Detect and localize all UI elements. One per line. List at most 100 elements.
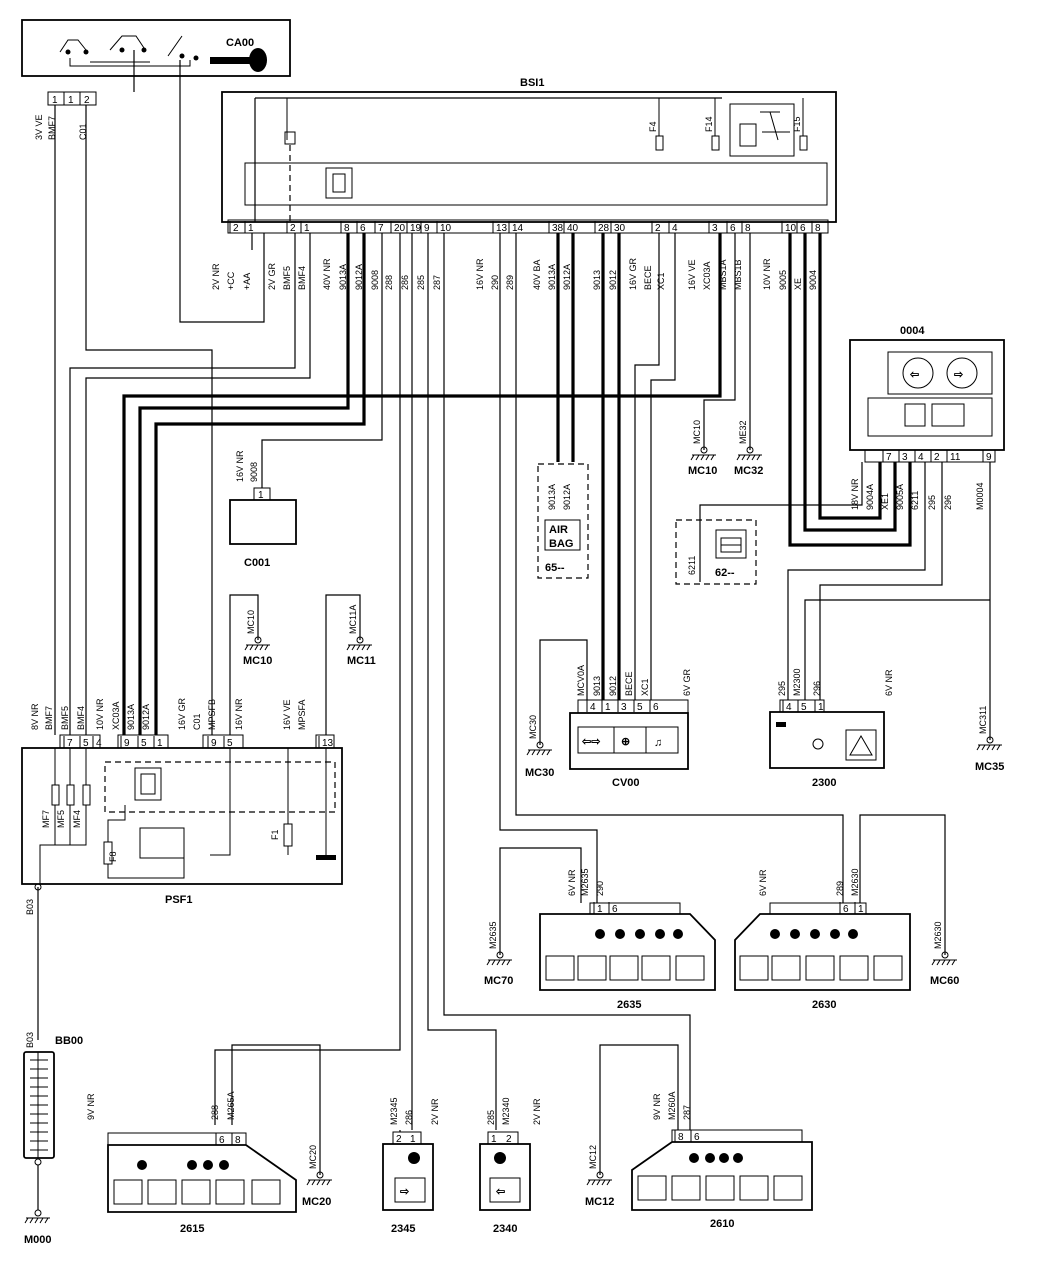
cv00-horn-icon: ♫: [654, 737, 662, 749]
ground-label-mc10a: MC10: [688, 465, 717, 477]
psf1-wire-5: XC03A: [111, 701, 121, 730]
c2630-lamp-symbol-icon: [739, 955, 769, 981]
c2635-lamp-symbol-icon: [609, 955, 639, 981]
bsi1-wire-11: 286: [400, 275, 410, 290]
c2635-label: 2635: [617, 999, 641, 1011]
c2635-lamp-bulb: [635, 929, 645, 939]
door-switch-wire: 6211: [687, 556, 697, 575]
psf1-wire-0: 8V NR: [30, 703, 40, 730]
cv00-wire-3: BECE: [624, 671, 634, 696]
c2615-lamp-symbol-icon: [215, 1179, 245, 1205]
cv00-pin-3: 5: [637, 702, 643, 713]
c2630-pin-0: 6: [843, 904, 849, 915]
bsi1-wire-3: 2V GR: [267, 262, 277, 290]
bsi1-wire-18: 9013A: [547, 264, 557, 290]
cv00-wire-0: MCV0A: [576, 665, 586, 696]
psf1-wire-4: 10V NR: [95, 698, 105, 730]
airbag-text-2: BAG: [549, 538, 573, 550]
c2610-wire-0: 9V NR: [652, 1093, 662, 1120]
bsi1-wire-19: 9012A: [562, 264, 572, 290]
psf1-pin-2: 4: [96, 738, 102, 749]
bsi1-wire-31: XE: [793, 278, 803, 290]
ground-wire-mc32: ME32: [738, 420, 748, 444]
psf1-wire-9: C01: [192, 713, 202, 730]
psf1-pin-3: 9: [124, 738, 130, 749]
c2345-wire-2: 2V NR: [430, 1098, 440, 1125]
c2615-pin-1: 8: [235, 1135, 241, 1146]
bsi1-pin-4: 8: [344, 223, 350, 234]
c0004-wire-4: 6211: [910, 491, 920, 510]
bsi1-pin-1: 1: [248, 223, 254, 234]
c2345-wire-0: M2345: [389, 1097, 399, 1125]
c0004-wire-2: XE1: [880, 493, 890, 510]
c2630-lamp-bulb: [848, 929, 858, 939]
bsi1-wire-10: 288: [384, 275, 394, 290]
bsi1-pin-20: 6: [730, 223, 736, 234]
psf1-wire-7: 9012A: [141, 704, 151, 730]
c0004-wire-3: 9005A: [895, 484, 905, 510]
c2630-lamp-bulb: [830, 929, 840, 939]
bsi1-wire-13: 287: [432, 275, 442, 290]
bsi1-wire-7: 9013A: [338, 264, 348, 290]
c2615-label: 2615: [180, 1223, 204, 1235]
c2635-wire-2: 290: [595, 881, 605, 896]
m000-label: M000: [24, 1234, 52, 1246]
c2630-wire-0: 6V NR: [758, 869, 768, 896]
bsi1-pin-13: 38: [552, 223, 564, 234]
bsi1-pin-12: 14: [512, 223, 524, 234]
c0004-pin-4: 11: [950, 452, 961, 463]
psf1-wire-10: MPSFB: [207, 699, 217, 730]
bsi1-pin-3: 1: [304, 223, 310, 234]
bsi1-pin-9: 9: [424, 223, 430, 234]
psf1-fuse-f8: F8: [108, 851, 118, 862]
psf1-pin-1: 5: [83, 738, 89, 749]
psf1-wire-11: 16V NR: [234, 698, 244, 730]
ground-wire-mc10b: MC10: [246, 610, 256, 634]
ca00-connector: 1 1 2 3V VE BMF7 C01: [34, 91, 97, 140]
cv00-arrows-icon: ⇦⇨: [581, 736, 601, 748]
wires: [37, 50, 991, 1210]
bsi1-wire-2: +AA: [242, 273, 252, 290]
bsi1-pin-8: 19: [410, 223, 422, 234]
m000-ground: M000: [24, 1209, 52, 1246]
turn-left-icon: ⇦: [909, 369, 919, 381]
bsi1-pin-15: 28: [598, 223, 610, 234]
psf1-b03-label: B03: [25, 899, 35, 915]
c0004-pin-5: 9: [986, 452, 992, 463]
c2615-lamp-bulb: [137, 1160, 147, 1170]
bsi1-pin-18: 4: [672, 223, 678, 234]
cv00-wiper-icon: ⊕: [621, 736, 630, 748]
c0004-wire-1: 9004A: [865, 484, 875, 510]
bsi1-wire-14: 16V NR: [475, 258, 485, 290]
bsi1-wire-4: BMF5: [282, 266, 292, 290]
cv00-pin-2: 3: [621, 702, 627, 713]
c2610-label: 2610: [710, 1218, 734, 1230]
c2615-lamp-bulb: [187, 1160, 197, 1170]
c0004-pin-3: 2: [934, 452, 940, 463]
psf1-fuse-mf7: MF7: [41, 810, 51, 828]
ground-label-mc30: MC30: [525, 767, 554, 779]
ca00-wire-c01: C01: [78, 123, 88, 140]
ground-label-mc10b: MC10: [243, 655, 272, 667]
c2610-pin-0: 8: [678, 1132, 684, 1143]
bsi1-pin-23: 6: [800, 223, 806, 234]
c2340-arrow-left-icon: ⇦: [495, 1186, 505, 1198]
c0004-label: 0004: [900, 325, 925, 337]
psf1-wire-6: 9013A: [126, 704, 136, 730]
cv00-wire-2: 9012: [608, 676, 618, 696]
bsi1-wire-1: +CC: [226, 271, 236, 290]
c2635-lamp-bulb: [595, 929, 605, 939]
c2345-wire-1: 286: [404, 1110, 414, 1125]
c2635-wire-1: M2635: [580, 868, 590, 896]
bsi1-pin-11: 13: [496, 223, 508, 234]
c2340-wire-1: M2340: [501, 1097, 511, 1125]
bsi-fuse-f15: F15: [792, 116, 802, 132]
bsi1-wire-26: XC03A: [702, 261, 712, 290]
psf1-wire-8: 16V GR: [177, 697, 187, 730]
